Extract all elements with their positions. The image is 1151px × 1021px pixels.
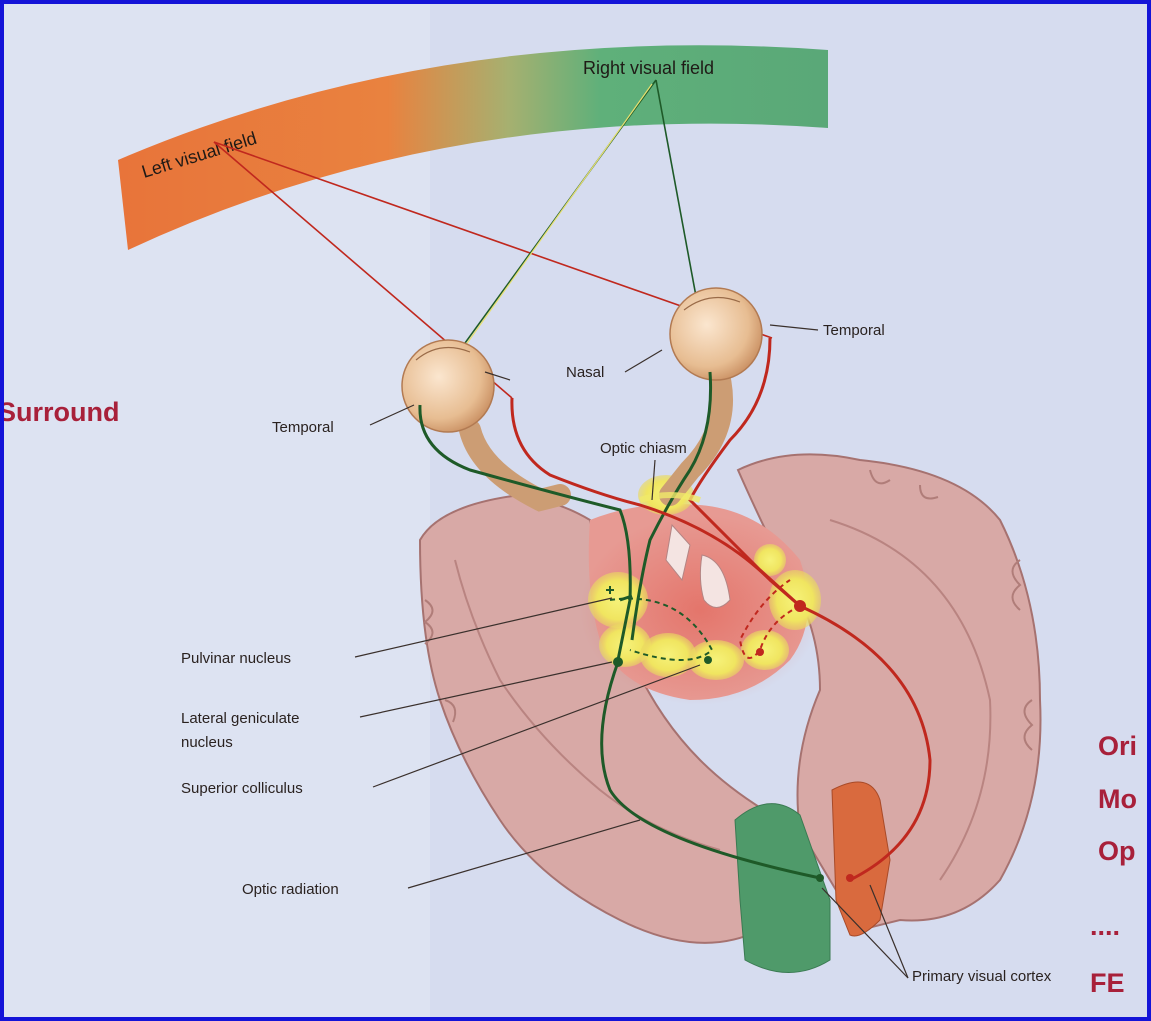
surround-text: Surround (0, 397, 120, 427)
slide-text-line-1: Ori (1098, 731, 1137, 761)
optic-chiasm-label: Optic chiasm (600, 440, 687, 457)
pulvinar-nucleus-label: Pulvinar nucleus (181, 650, 291, 667)
superior-colliculus-label: Superior colliculus (181, 780, 303, 797)
temporal-right-label: Temporal (823, 322, 885, 339)
lateral-geniculate-label: Lateral geniculate (181, 710, 299, 727)
optic-radiation-label: Optic radiation (242, 881, 339, 898)
nasal-label: Nasal (566, 364, 604, 381)
right-visual-field-label: Right visual field (583, 58, 714, 78)
temporal-left-label: Temporal (272, 419, 334, 436)
slide-text-line-5: FE (1090, 968, 1125, 998)
lateral-geniculate-label-line2: nucleus (181, 734, 233, 751)
primary-visual-cortex-label: Primary visual cortex (912, 968, 1052, 985)
slide-text-line-3: Op (1098, 836, 1136, 866)
slide-text-line-2: Mo (1098, 784, 1137, 814)
slide-text-line-4: .... (1090, 911, 1120, 941)
